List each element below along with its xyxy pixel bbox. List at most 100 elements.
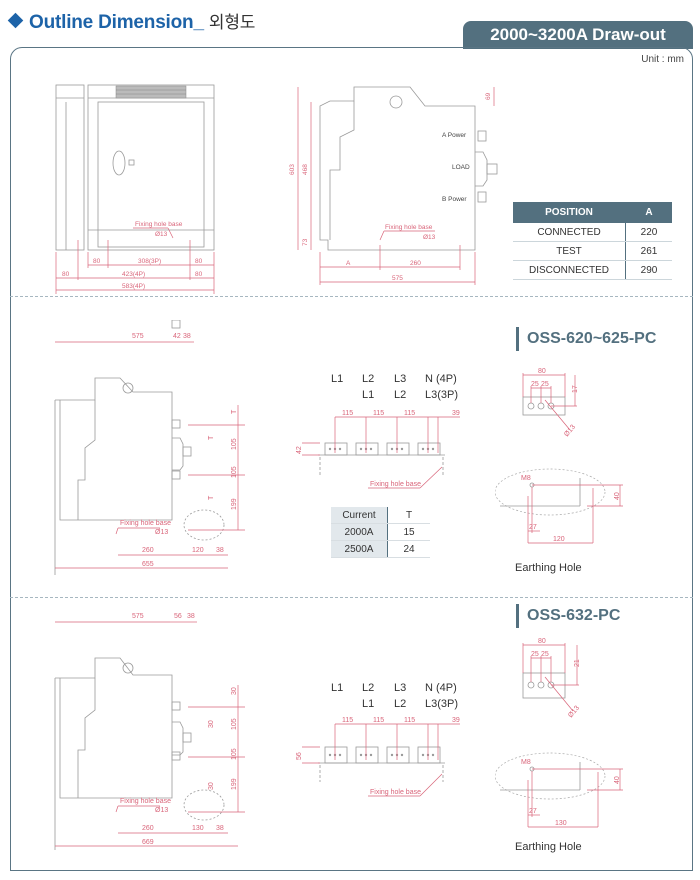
bolt-label: M8 — [521, 475, 531, 482]
svg-text:80: 80 — [62, 271, 70, 278]
svg-text:105: 105 — [231, 466, 238, 478]
svg-text:30: 30 — [208, 720, 215, 728]
content-frame: Unit : mm — [10, 47, 693, 871]
section-divider — [10, 296, 693, 297]
svg-text:120: 120 — [192, 547, 204, 554]
svg-text:655: 655 — [142, 561, 154, 568]
svg-text:669: 669 — [142, 839, 154, 846]
earthing-hole-620-drawing: M8 40 27 120 — [495, 468, 623, 544]
svg-text:423(4P): 423(4P) — [122, 271, 145, 278]
title-en: Outline Dimension_ — [29, 12, 204, 33]
svg-text:Ø13: Ø13 — [563, 424, 577, 439]
section-divider — [10, 597, 693, 598]
svg-text:39: 39 — [452, 717, 460, 724]
bolt-label: M8 — [521, 759, 531, 766]
svg-text:199: 199 — [231, 498, 238, 510]
diamond-bullet-icon — [7, 12, 24, 29]
svg-text:40: 40 — [614, 492, 621, 500]
svg-text:130: 130 — [555, 820, 567, 827]
svg-text:25: 25 — [531, 651, 539, 658]
svg-text:80: 80 — [93, 258, 101, 265]
fixing-hole-label: Fixing hole base — [135, 221, 183, 228]
svg-text:575: 575 — [132, 613, 144, 620]
svg-text:260: 260 — [142, 547, 154, 554]
svg-text:80: 80 — [195, 271, 203, 278]
title-ko: 외형도 — [208, 13, 256, 33]
busbar-620-drawing: 115 115 115 39 42 Fixing hole base — [296, 410, 460, 489]
a-power-label: A Power — [442, 132, 467, 139]
svg-text:115: 115 — [404, 717, 415, 724]
svg-text:T: T — [231, 409, 238, 414]
svg-text:115: 115 — [404, 410, 415, 417]
svg-text:T: T — [208, 495, 215, 500]
side-view-632-drawing: 575 56 38 30 105 105 199 30 30 Fixing ho… — [54, 613, 245, 850]
svg-text:130: 130 — [192, 825, 204, 832]
svg-text:42: 42 — [173, 333, 181, 340]
svg-text:105: 105 — [231, 748, 238, 760]
fixing-dia-label: Ø13 — [155, 231, 168, 238]
svg-text:199: 199 — [231, 778, 238, 790]
svg-text:38: 38 — [216, 547, 224, 554]
svg-text:T: T — [208, 435, 215, 440]
svg-text:260: 260 — [410, 260, 421, 267]
svg-text:56: 56 — [174, 613, 182, 620]
svg-text:Fixing hole base: Fixing hole base — [385, 224, 433, 231]
product-range-tab: 2000~3200A Draw-out — [463, 21, 693, 49]
svg-text:21: 21 — [574, 659, 581, 667]
svg-text:40: 40 — [614, 776, 621, 784]
svg-text:27: 27 — [529, 808, 537, 815]
svg-text:115: 115 — [342, 410, 353, 417]
svg-text:80: 80 — [195, 258, 203, 265]
b-power-label: B Power — [442, 196, 467, 203]
earthing-hole-label: Earthing Hole — [515, 562, 582, 574]
svg-text:17: 17 — [572, 385, 579, 393]
svg-text:Ø13: Ø13 — [155, 807, 168, 814]
svg-text:A: A — [346, 260, 351, 267]
svg-text:25: 25 — [531, 381, 539, 388]
svg-text:Ø13: Ø13 — [155, 529, 168, 536]
svg-text:42: 42 — [296, 446, 303, 454]
svg-text:Fixing hole base: Fixing hole base — [370, 789, 421, 796]
svg-text:Ø13: Ø13 — [423, 234, 436, 241]
svg-text:27: 27 — [529, 524, 537, 531]
side-view-620-drawing: 575 42 38 105 105 199 T T T Fixing hole … — [54, 320, 245, 575]
svg-text:105: 105 — [231, 718, 238, 730]
svg-text:575: 575 — [392, 275, 403, 282]
front-view-drawing: Fixing hole base Ø13 80 308(3P) 80 80 42… — [55, 84, 215, 294]
busbar-632-drawing: 115 115 115 39 56 Fixing hole base — [296, 717, 460, 797]
svg-text:69: 69 — [485, 92, 492, 100]
svg-text:80: 80 — [538, 368, 546, 375]
svg-text:115: 115 — [373, 717, 384, 724]
svg-text:260: 260 — [142, 825, 154, 832]
load-label: LOAD — [452, 164, 470, 171]
svg-text:56: 56 — [296, 752, 303, 760]
svg-text:Fixing hole base: Fixing hole base — [120, 520, 171, 527]
svg-text:80: 80 — [538, 638, 546, 645]
svg-text:73: 73 — [302, 238, 309, 246]
svg-text:25: 25 — [541, 381, 549, 388]
side-view-drawing: A Power LOAD B Power Fixing hole base Ø1… — [289, 86, 498, 285]
page-title: Outline Dimension_ 외형도 — [6, 8, 255, 34]
svg-text:39: 39 — [452, 410, 460, 417]
svg-text:468: 468 — [302, 164, 309, 175]
svg-text:115: 115 — [373, 410, 384, 417]
svg-text:583(4P): 583(4P) — [122, 283, 145, 290]
terminal-632-drawing: 80 25 25 21 Ø13 — [522, 638, 581, 719]
terminal-620-drawing: 80 25 25 17 Ø13 — [522, 368, 579, 439]
svg-text:105: 105 — [231, 438, 238, 450]
svg-text:575: 575 — [132, 333, 144, 340]
svg-text:30: 30 — [231, 687, 238, 695]
svg-text:38: 38 — [183, 333, 191, 340]
svg-text:38: 38 — [216, 825, 224, 832]
svg-text:38: 38 — [187, 613, 195, 620]
svg-text:25: 25 — [541, 651, 549, 658]
svg-text:603: 603 — [289, 164, 296, 175]
svg-text:308(3P): 308(3P) — [138, 258, 161, 265]
